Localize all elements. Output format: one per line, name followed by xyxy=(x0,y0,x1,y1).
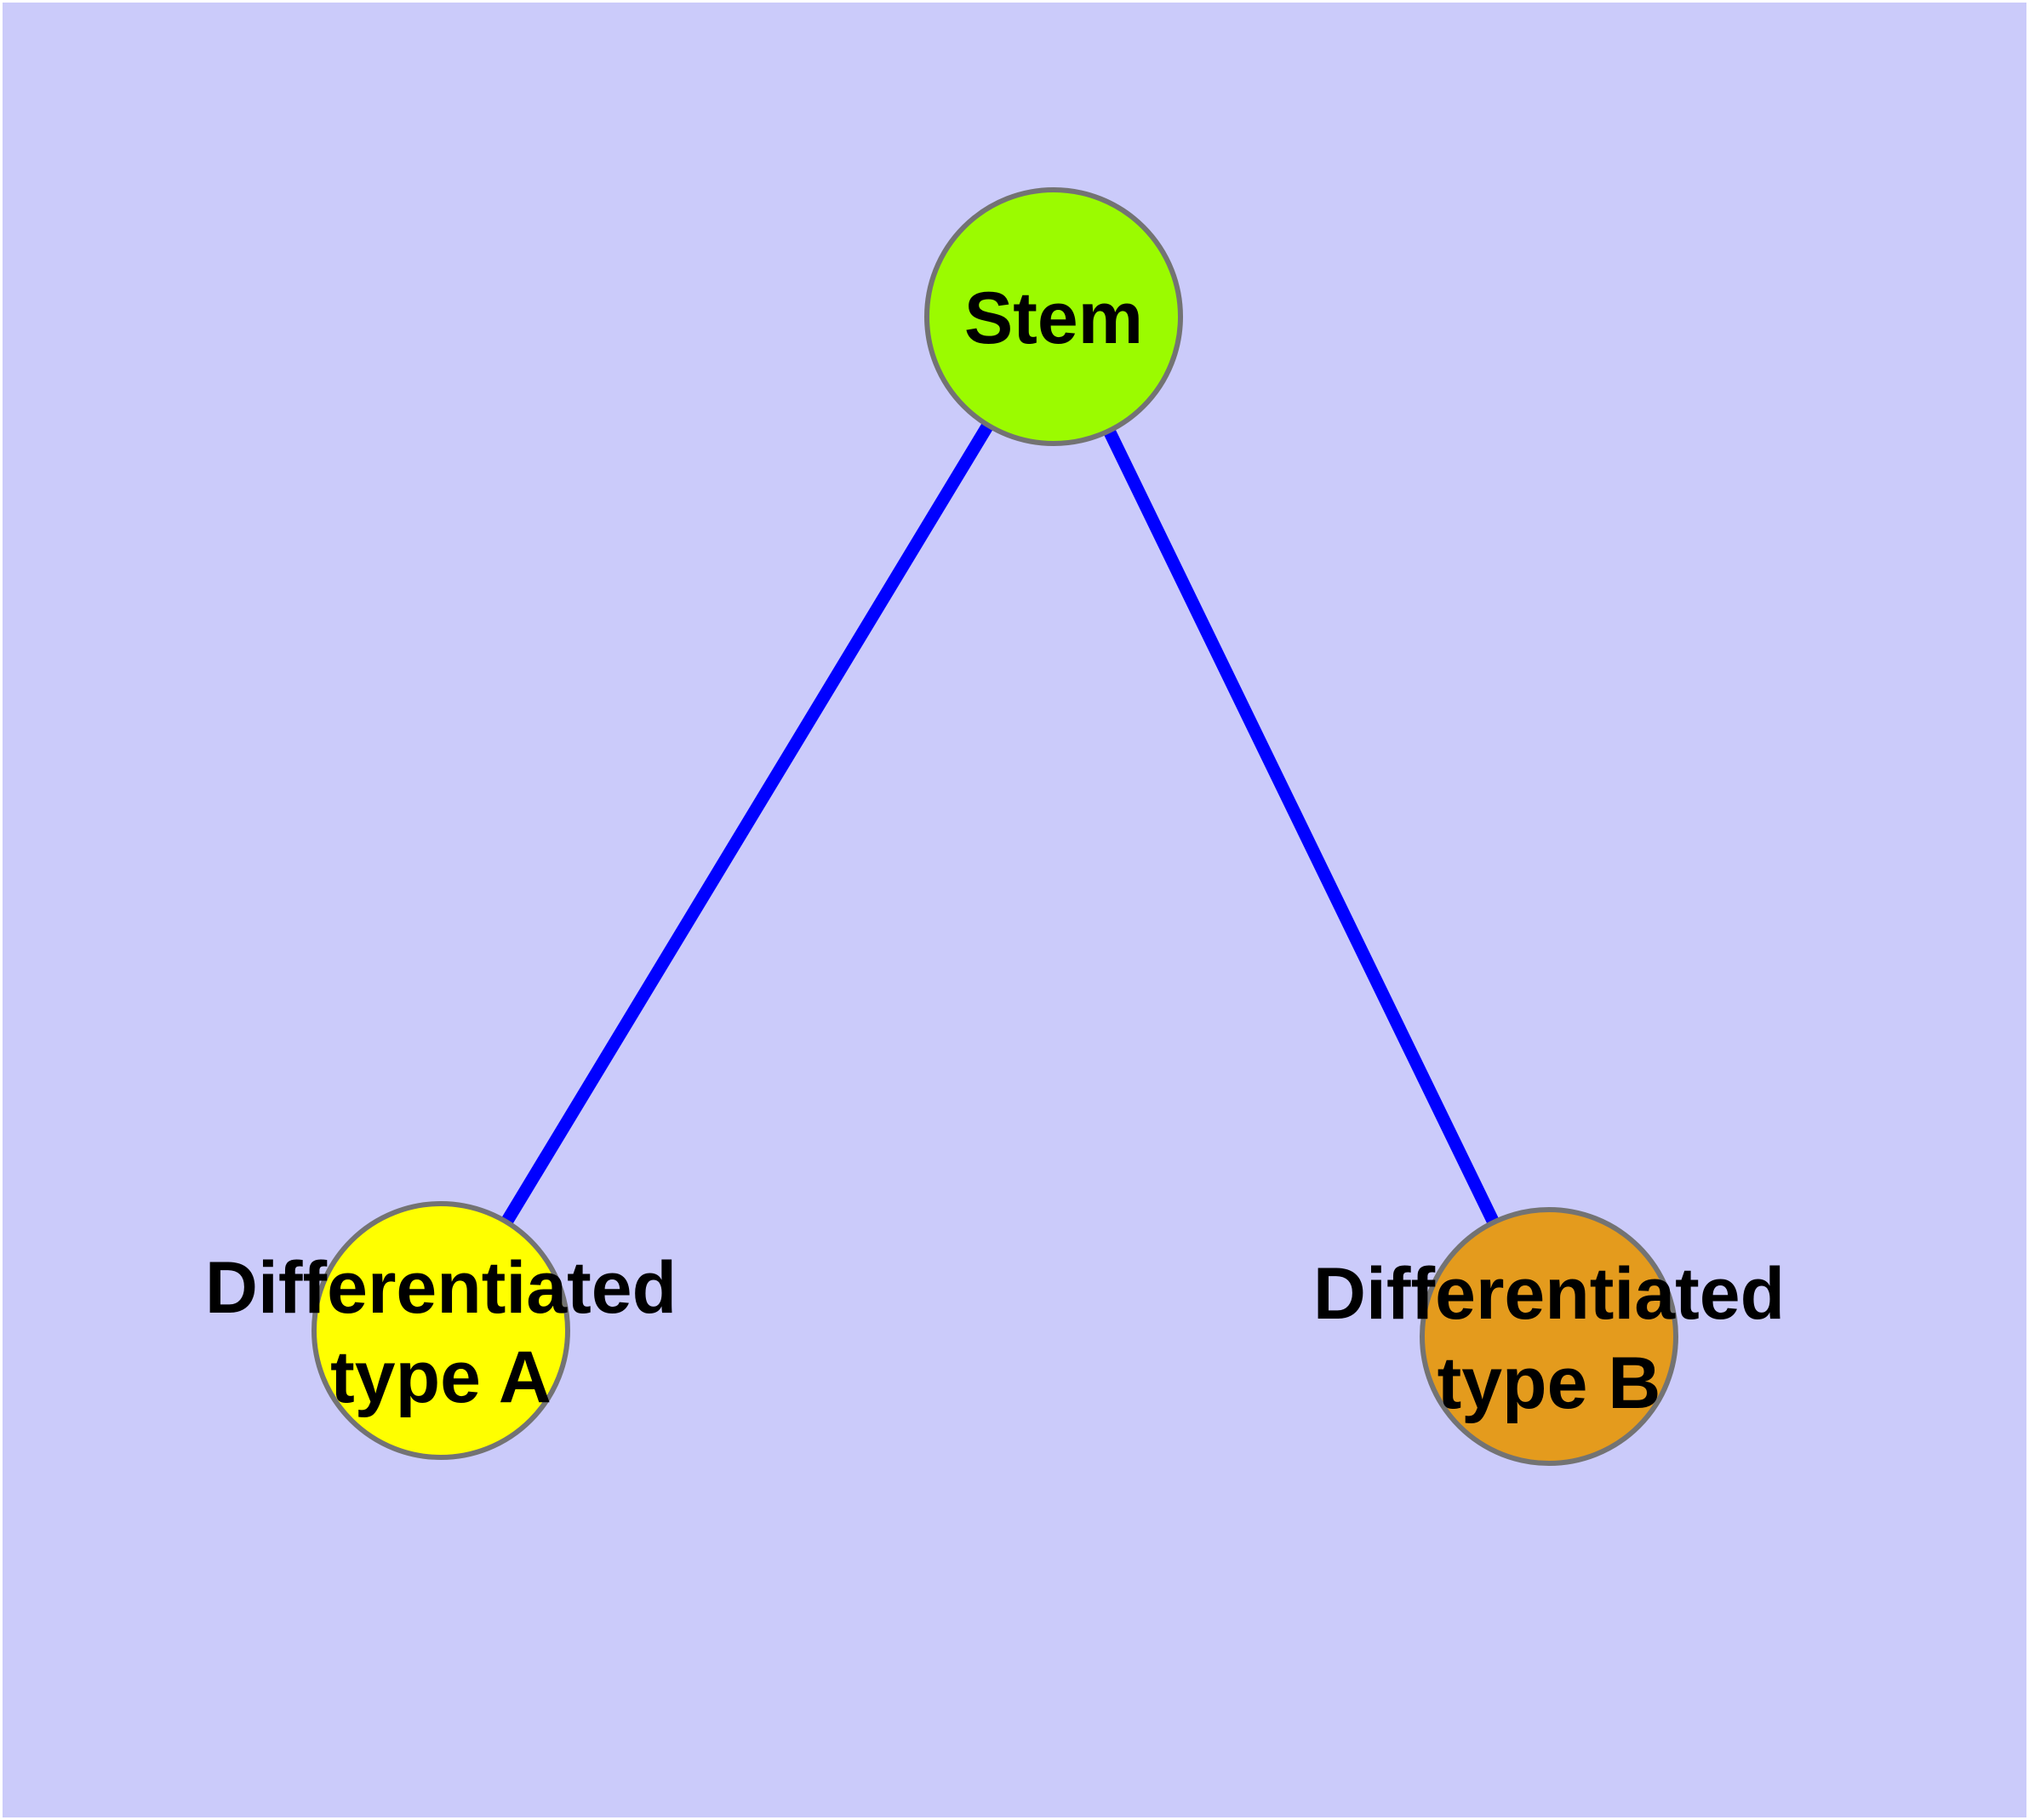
edge-stem-to-type-b xyxy=(1048,313,1555,1340)
node-type-b xyxy=(1422,1210,1676,1463)
node-type-a-label-line2: type A xyxy=(330,1336,552,1418)
node-type-b-label-line2: type B xyxy=(1437,1342,1661,1424)
edge-stem-to-type-a xyxy=(435,313,1060,1334)
node-stem-border xyxy=(924,187,1183,446)
node-type-a xyxy=(314,1204,568,1457)
node-type-b-border xyxy=(1420,1207,1678,1466)
node-type-a-border xyxy=(311,1201,570,1460)
node-type-b-label-line1: Differentiated xyxy=(1313,1253,1785,1335)
node-type-a-label-line1: Differentiated xyxy=(205,1247,677,1329)
node-stem-label: Stem xyxy=(964,278,1143,359)
node-stem xyxy=(927,190,1180,444)
